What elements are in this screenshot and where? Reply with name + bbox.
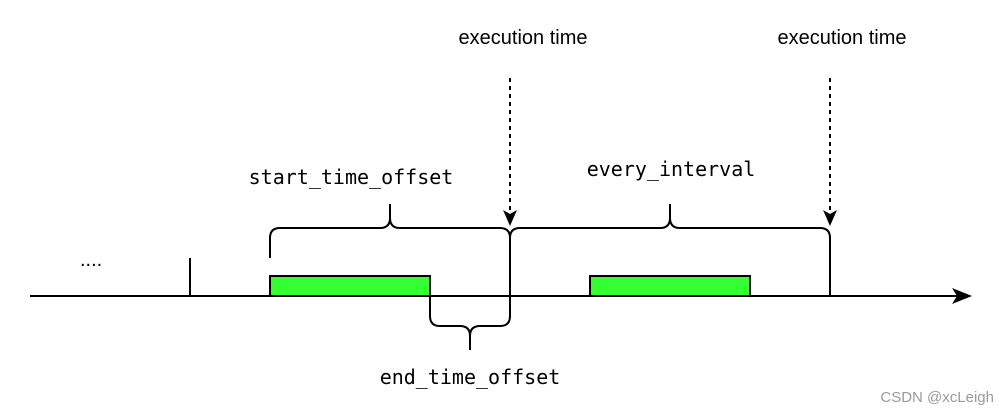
data-window-1 — [269, 275, 431, 297]
time-axis-arrowhead — [952, 288, 972, 304]
ellipsis-label: .... — [80, 249, 102, 271]
data-window-2 — [589, 275, 751, 297]
end-time-offset-brace — [429, 296, 511, 350]
execution-time-label-1: execution time — [459, 27, 588, 49]
start-time-offset-label: start_time_offset — [249, 165, 454, 189]
start-time-offset-brace — [269, 204, 511, 296]
every-interval-label: every_interval — [587, 157, 756, 181]
watermark-label: CSDN @xcLeigh — [880, 389, 994, 406]
execution-time-arrowhead-2 — [823, 210, 837, 226]
every-interval-brace — [509, 204, 831, 239]
execution-time-arrowhead-1 — [503, 210, 517, 226]
end-time-offset-label: end_time_offset — [380, 365, 561, 389]
execution-time-label-2: execution time — [778, 27, 907, 49]
